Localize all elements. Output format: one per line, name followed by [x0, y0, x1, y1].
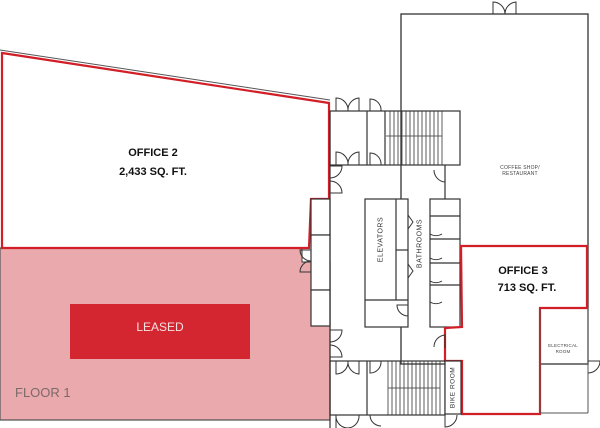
coffee-shop-line-2: RESTAURANT: [502, 171, 538, 177]
door-icon: [492, 1, 517, 15]
office-3-area-label: 713 SQ. FT.: [497, 282, 557, 294]
bike-room-label: BIKE ROOM: [449, 366, 457, 409]
office-2-title: OFFICE 2: [128, 147, 178, 159]
stairs-bottom: [387, 361, 441, 415]
door-icon: [429, 221, 443, 305]
electrical-room[interactable]: [539, 308, 589, 414]
door-icon: [329, 97, 446, 194]
electrical-room-line-2: ROOM: [555, 349, 571, 354]
stairs-top: [386, 111, 443, 165]
office-3-title: OFFICE 3: [498, 265, 548, 277]
door-icon: [335, 360, 458, 428]
office-2-area-label: 2,433 SQ. FT.: [119, 166, 187, 178]
elevators-block[interactable]: [364, 198, 409, 328]
electrical-room-line-1: ELECTRICAL: [548, 343, 578, 348]
floor-label: FLOOR 1: [15, 385, 71, 400]
elevators-label: ELEVATORS: [377, 216, 385, 263]
door-icon: [396, 214, 414, 317]
door-icon: [299, 249, 343, 358]
coffee-shop-label: COFFEE SHOP/ RESTAURANT: [490, 165, 550, 177]
electrical-room-label: ELECTRICAL ROOM: [538, 343, 588, 355]
leased-label: LEASED: [136, 319, 184, 334]
leased-badge: LEASED: [70, 304, 250, 359]
office-3-area[interactable]: [443, 244, 589, 416]
coffee-shop-line-1: COFFEE SHOP/: [500, 165, 540, 171]
bathrooms-label: BATHROOMS: [416, 218, 424, 269]
bathrooms-block[interactable]: [429, 198, 461, 328]
